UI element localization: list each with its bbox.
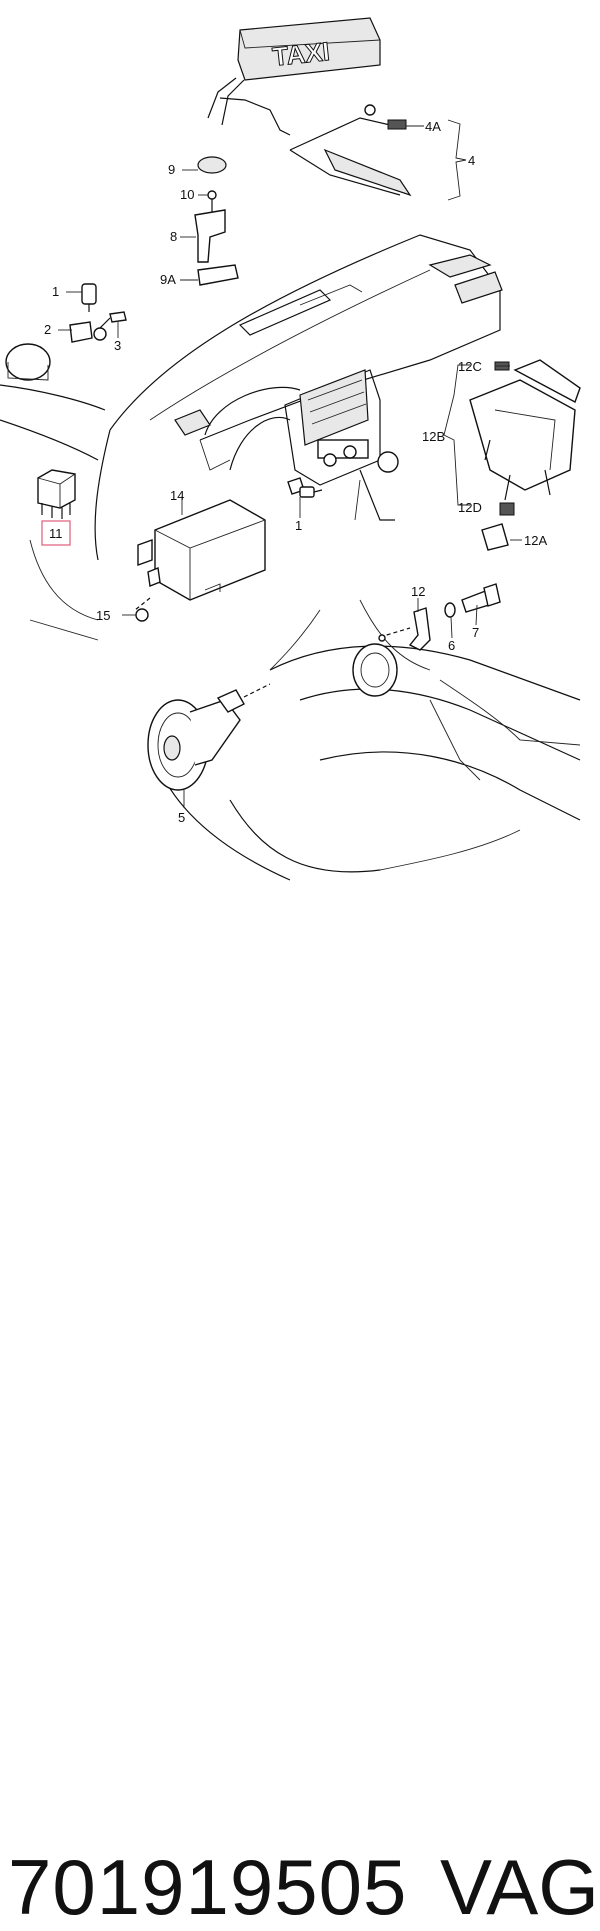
radio-bracket-12b (469, 359, 581, 551)
callout-3: 3 (114, 338, 121, 353)
dashboard-outline (94, 234, 503, 561)
callout-5: 5 (178, 810, 185, 825)
callout-2: 2 (44, 322, 51, 337)
callout-7: 7 (472, 625, 479, 640)
horn-5 (147, 683, 271, 791)
callout-14: 14 (170, 488, 184, 503)
callout-15: 15 (96, 608, 110, 623)
brand-name: VAG (440, 1843, 599, 1931)
footer: 701919505 VAG (0, 920, 600, 1926)
taxi-roof-sign: TAXI (207, 17, 412, 197)
callout-4a: 4A (425, 119, 441, 134)
callout-10: 10 (180, 187, 194, 202)
callout-labels: 1 2 3 9 10 8 9A 4A 4 11 14 1 15 12 6 7 5… (44, 119, 547, 825)
taxi-sign-label: TAXI (271, 36, 331, 72)
relay-11 (37, 469, 76, 546)
callout-1-center: 1 (295, 518, 302, 533)
mounting-parts-group (194, 156, 239, 286)
switch-and-bracket-parts (69, 283, 127, 343)
control-module-14 (134, 499, 266, 622)
parts-diagram: TAXI (0, 17, 581, 881)
callout-12a: 12A (524, 533, 547, 548)
body-left-outline (0, 343, 106, 641)
horn-bracket-parts (378, 583, 501, 651)
callout-9: 9 (168, 162, 175, 177)
callout-9a: 9A (160, 272, 176, 287)
part-number: 701919505 (8, 1843, 408, 1931)
callout-4: 4 (468, 153, 475, 168)
callout-12b: 12B (422, 429, 445, 444)
callout-12c: 12C (458, 359, 482, 374)
callout-11: 11 (49, 526, 63, 541)
switch-1-center (287, 477, 323, 498)
callout-8: 8 (170, 229, 177, 244)
callout-12d: 12D (458, 500, 482, 515)
callout-1-left: 1 (52, 284, 59, 299)
callout-6: 6 (448, 638, 455, 653)
engine-bay-outline (149, 599, 581, 881)
relay-highlight-box (41, 520, 71, 546)
leader-lines (58, 119, 522, 808)
callout-12: 12 (411, 584, 425, 599)
